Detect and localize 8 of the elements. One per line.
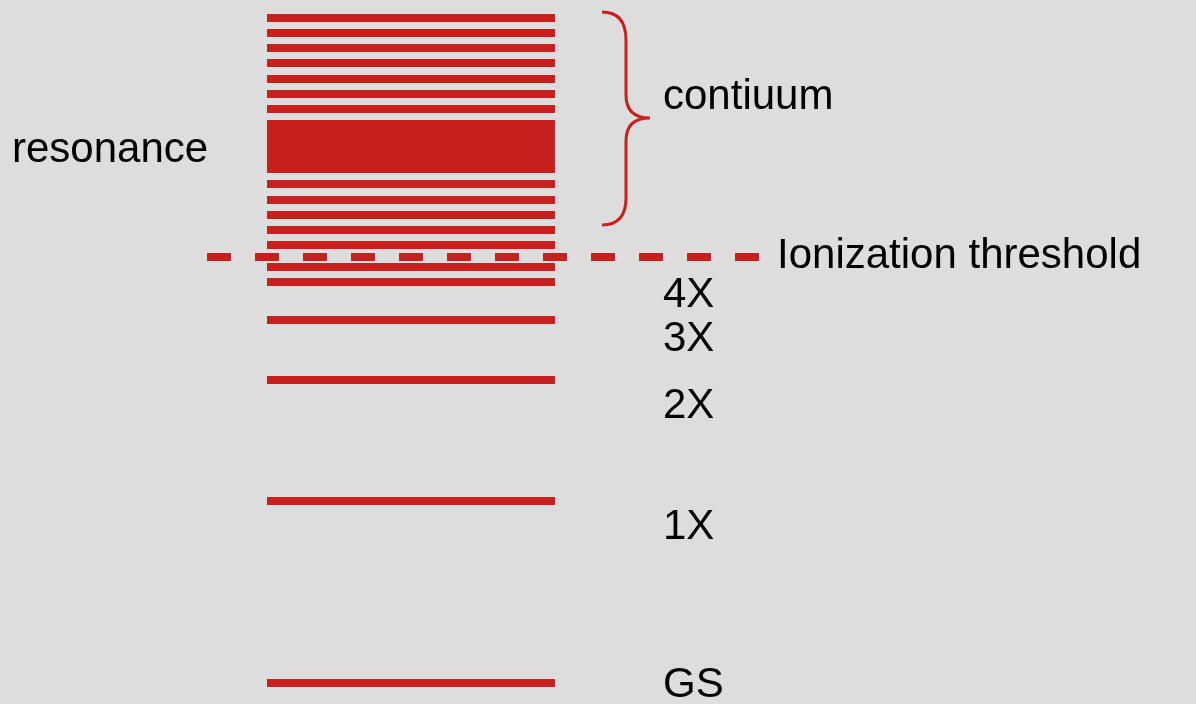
level-label: 3X (663, 314, 715, 360)
level-label: GS (663, 660, 724, 704)
brace-label: contiuum (663, 72, 834, 118)
band-label: resonance (12, 125, 209, 171)
level-label: 2X (663, 381, 715, 427)
level-label: 4X (663, 270, 715, 316)
level-label: 1X (663, 502, 715, 548)
threshold-label: Ionization threshold (777, 231, 1142, 277)
